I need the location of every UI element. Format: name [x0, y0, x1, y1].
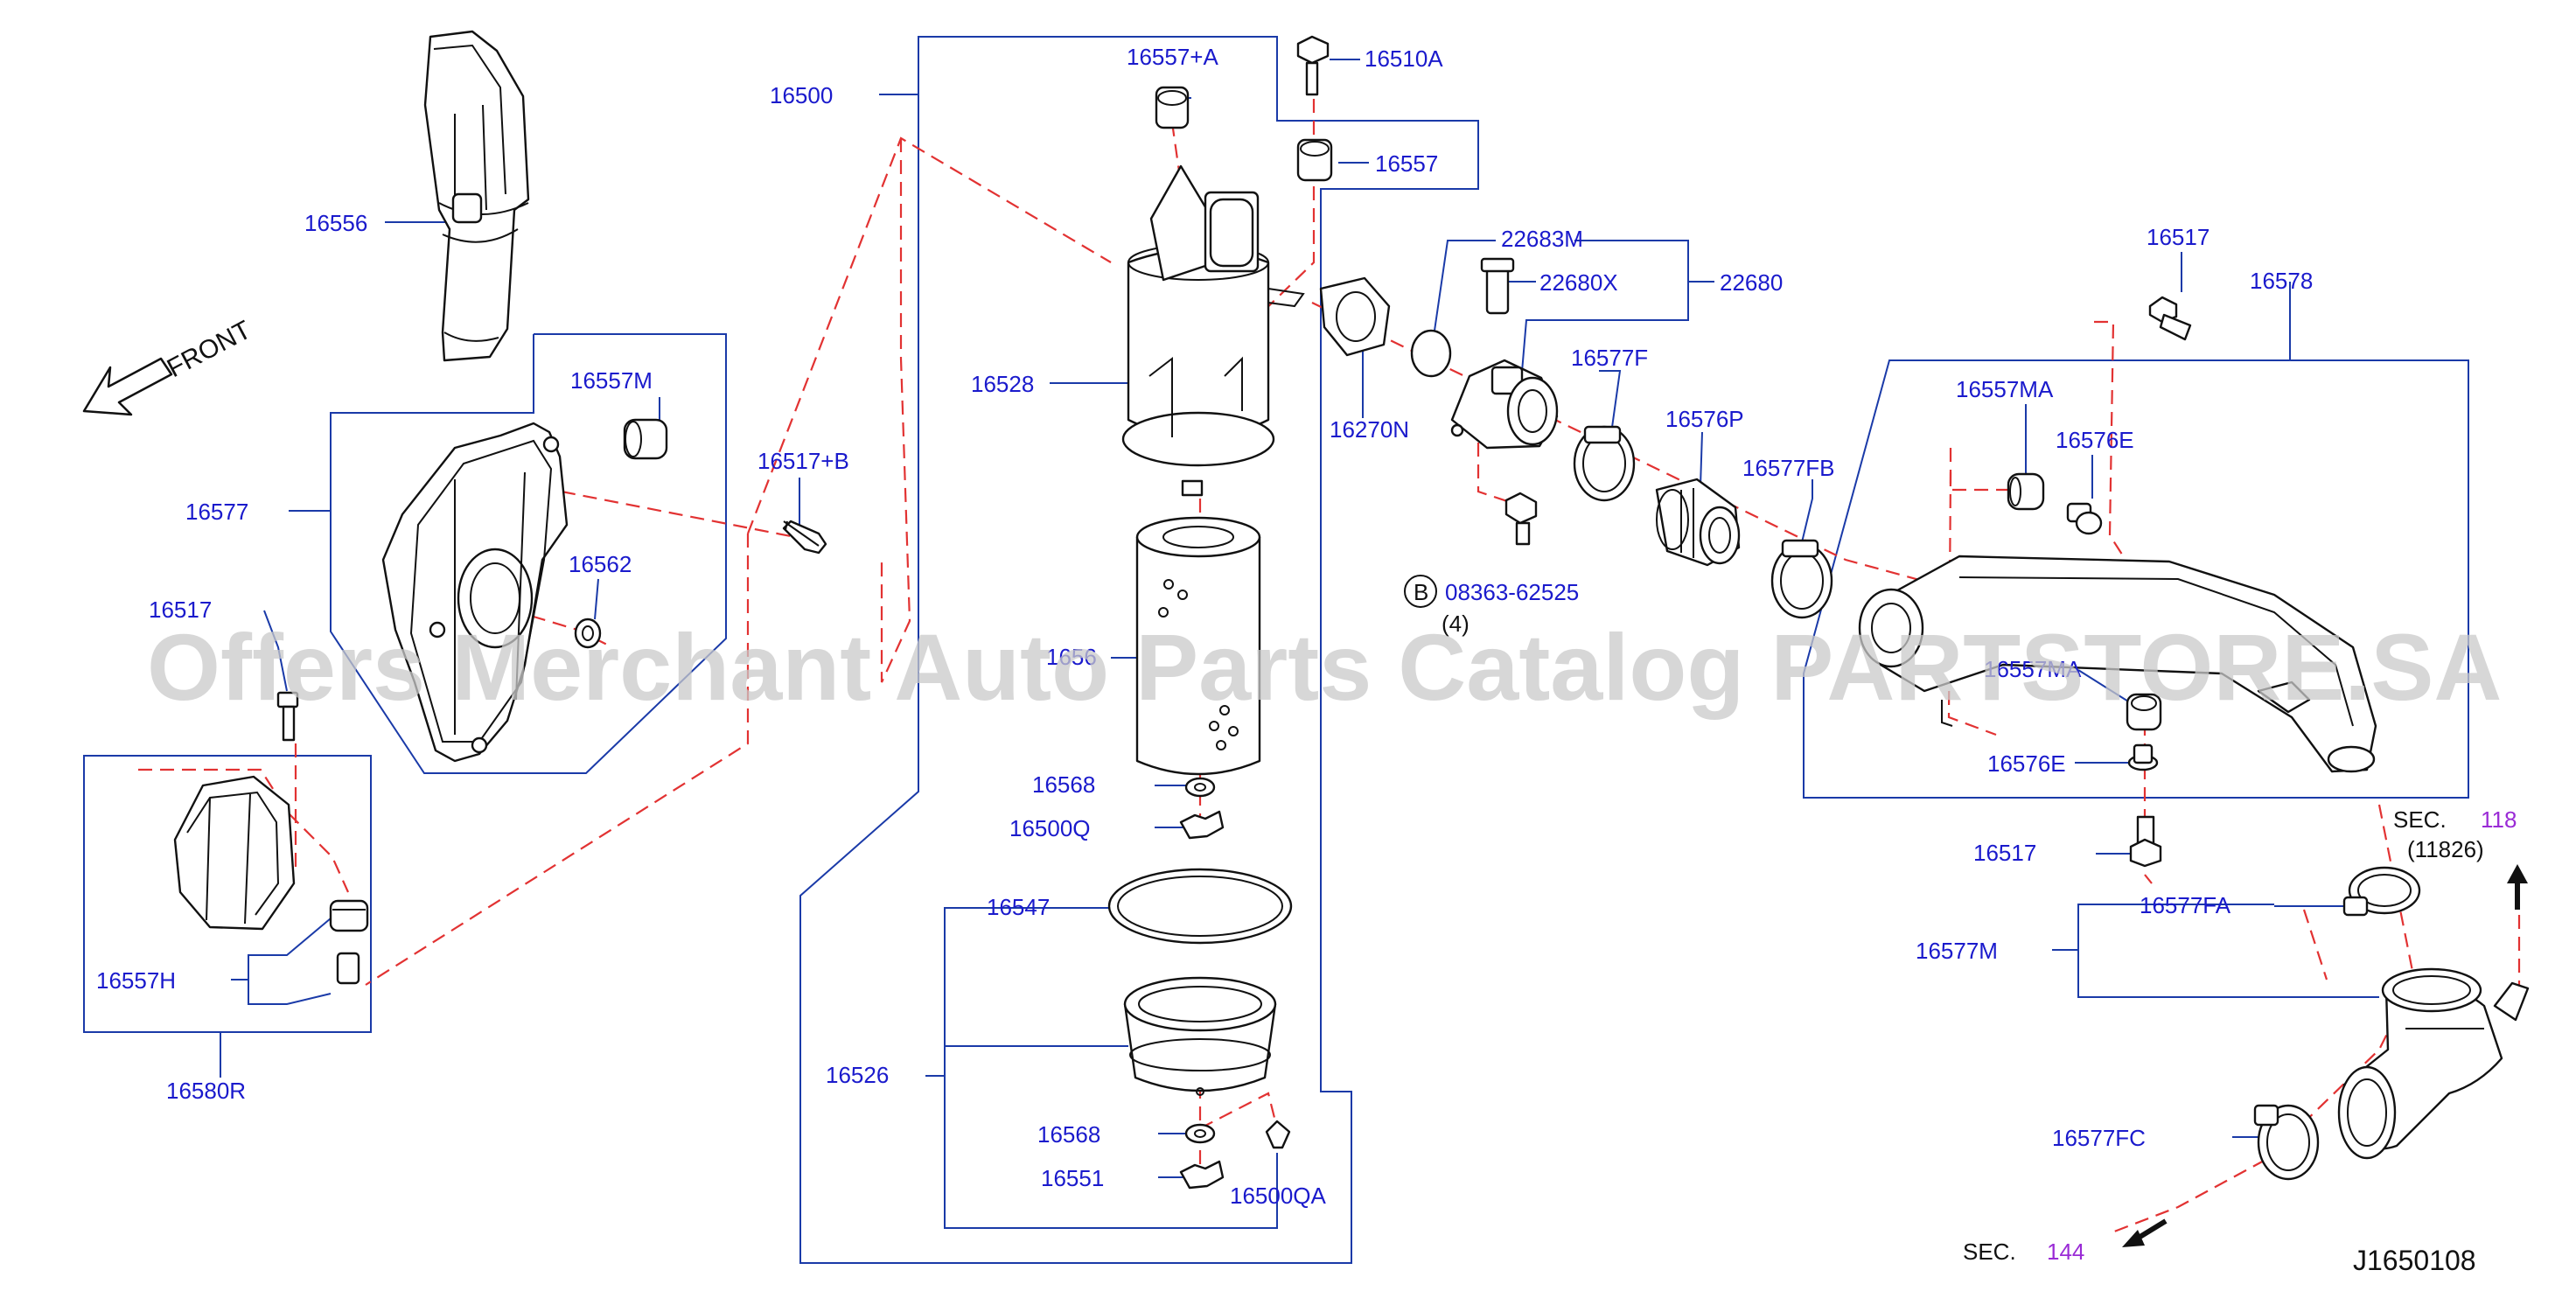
seal-22683M — [1410, 329, 1452, 378]
section-ref-118[interactable]: SEC. 118 (11826) — [2393, 806, 2517, 862]
label-16557MA-top: 16557MA — [1956, 376, 2054, 402]
bolt-16517B — [782, 520, 827, 555]
bolt-badge-circle — [1404, 575, 1437, 608]
housing-16528 — [1121, 164, 1305, 497]
label-16577: 16577 — [185, 499, 248, 525]
label-16517-top: 16517 — [2147, 224, 2209, 250]
label-16562: 16562 — [569, 551, 632, 577]
washer-16568-bot — [1184, 1123, 1216, 1144]
label-16576P: 16576P — [1665, 406, 1744, 432]
label-16517B: 16517+B — [757, 448, 849, 474]
clamp-16577FC — [2253, 1104, 2320, 1181]
sec144-prefix: SEC. — [1963, 1239, 2016, 1265]
label-16557MA-mid: 16557MA — [1984, 656, 2082, 682]
label-22680X: 22680X — [1539, 269, 1618, 296]
label-16576E-mid: 16576E — [1987, 750, 2066, 777]
label-16526: 16526 — [826, 1062, 889, 1088]
bolt-16517-topright — [2148, 296, 2192, 341]
front-label: FRONT — [163, 316, 256, 384]
front-arrow-icon — [82, 357, 173, 416]
label-16577FA: 16577FA — [2140, 892, 2231, 918]
callout-labels: 16500 16556 16557+A 16510A 16557 22683M … — [96, 44, 2313, 1209]
label-16557M: 16557M — [570, 367, 653, 394]
washer-16568-top — [1184, 777, 1216, 798]
housing-16577 — [381, 422, 569, 763]
label-16557A: 16557+A — [1127, 44, 1218, 70]
bolt-16510A — [1296, 35, 1330, 96]
sec118-up-arrow-icon — [2507, 864, 2528, 910]
grommet-16557MA-mid — [2126, 693, 2162, 731]
label-1656-partial: 1656 — [1046, 644, 1097, 670]
clamp-16577FA — [2342, 866, 2421, 917]
sec118-subref: (11826) — [2407, 836, 2484, 862]
diagram-code: J1650108 — [2353, 1245, 2476, 1276]
section-ref-144[interactable]: SEC. 144 — [1963, 1239, 2084, 1265]
gasket-16270N — [1319, 276, 1391, 357]
label-16568-top: 16568 — [1032, 771, 1095, 798]
label-16556: 16556 — [304, 210, 367, 236]
coupler-16576P — [1655, 478, 1741, 567]
grommet-16557A — [1155, 86, 1190, 129]
label-16577FB: 16577FB — [1742, 455, 1835, 481]
label-16500QA: 16500QA — [1230, 1183, 1327, 1209]
label-16500Q: 16500Q — [1009, 815, 1091, 841]
bolt-16517-left — [276, 691, 299, 742]
duct-16556 — [423, 30, 530, 362]
label-16568-bot: 16568 — [1037, 1121, 1100, 1148]
sec144-arrow-icon — [2122, 1218, 2168, 1247]
clip-16500QA — [1265, 1120, 1291, 1149]
watermark: Offers Merchant Auto Parts Catalog PARTS… — [147, 614, 2502, 720]
bolt-badge-letter: B — [1414, 579, 1428, 605]
label-22683M: 22683M — [1501, 226, 1583, 252]
label-16576E-top: 16576E — [2056, 427, 2134, 453]
label-16528: 16528 — [971, 371, 1034, 397]
clamp-16577F — [1573, 425, 1636, 502]
sensor-22680X — [1480, 257, 1515, 315]
bolt-16517-right — [2129, 815, 2162, 868]
resonator-16580R — [173, 775, 369, 985]
label-16577F: 16577F — [1571, 345, 1648, 371]
clamp-16577FB — [1770, 539, 1833, 619]
label-08363-qty: (4) — [1442, 611, 1470, 637]
ring-16547 — [1107, 868, 1293, 945]
label-16557: 16557 — [1375, 150, 1438, 177]
grommet-16557 — [1296, 138, 1333, 182]
tube-16578 — [1858, 555, 2377, 773]
label-16547: 16547 — [987, 894, 1050, 920]
sec118-link[interactable]: 118 — [2481, 806, 2517, 833]
sec118-prefix: SEC. — [2393, 806, 2447, 833]
collar-16576E-mid — [2127, 743, 2159, 771]
label-16517-right: 16517 — [1973, 840, 2036, 866]
label-22680: 22680 — [1720, 269, 1783, 296]
wingnut-16500Q — [1179, 810, 1225, 840]
leader-lines — [83, 36, 2469, 1264]
cup-16526 — [1123, 976, 1277, 1096]
label-16500: 16500 — [770, 82, 833, 108]
label-16557H: 16557H — [96, 967, 176, 994]
label-16578: 16578 — [2250, 268, 2313, 294]
label-16580R: 16580R — [166, 1078, 246, 1104]
label-16577FC: 16577FC — [2052, 1125, 2146, 1151]
label-16510A: 16510A — [1365, 45, 1443, 72]
wingnut-16551 — [1179, 1160, 1225, 1190]
label-16270N: 16270N — [1330, 416, 1409, 443]
grommet-16557M — [623, 418, 668, 460]
label-16551: 16551 — [1041, 1165, 1104, 1191]
bolt-08363 — [1504, 492, 1538, 546]
filter-element-1656 — [1135, 516, 1261, 776]
label-16577M: 16577M — [1916, 938, 1998, 964]
washer-16562 — [574, 618, 602, 649]
label-16517-left: 16517 — [149, 597, 212, 623]
sec144-link[interactable]: 144 — [2047, 1239, 2084, 1265]
elbow-16577M — [2337, 967, 2530, 1160]
grommet-16557MA-top — [2007, 472, 2045, 511]
maf-22680 — [1450, 359, 1559, 450]
label-08363: 08363-62525 — [1445, 579, 1579, 605]
collar-16576E-top — [2066, 502, 2103, 535]
